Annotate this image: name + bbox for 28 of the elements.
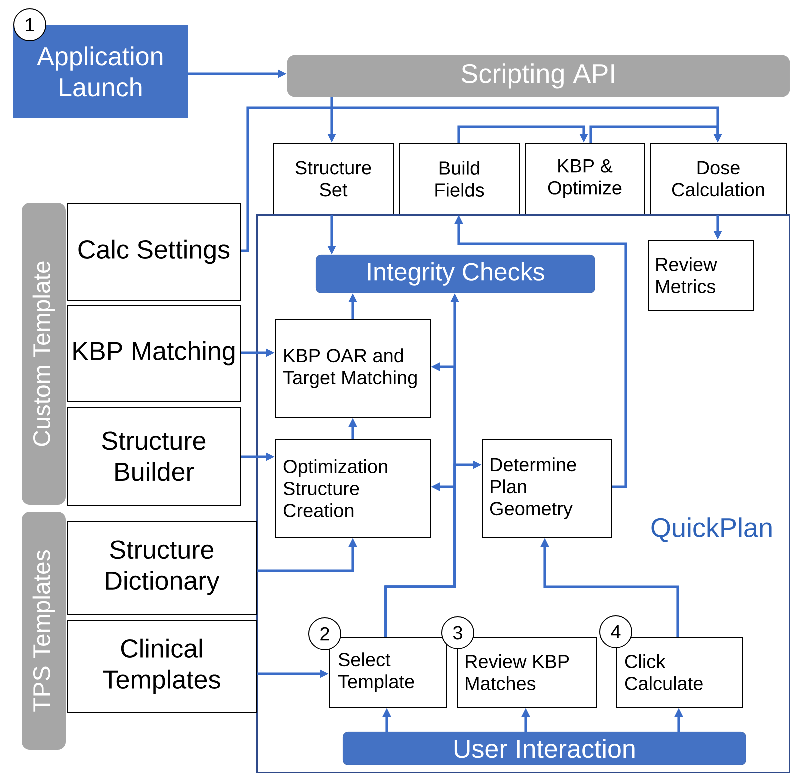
step-number: 4: [600, 616, 632, 648]
arrow: [241, 106, 722, 252]
process-box: Structure Set: [273, 143, 394, 215]
process-box: Review Metrics: [648, 240, 754, 311]
process-box: KBP & Optimize: [525, 143, 645, 215]
process-box: Select Template: [329, 637, 447, 708]
container-title: QuickPlan: [652, 518, 772, 542]
process-box: Structure Dictionary: [67, 521, 257, 615]
arrow: [590, 126, 722, 143]
process-box: Click Calculate: [616, 637, 743, 708]
step-number: 1: [14, 8, 46, 42]
step-number: 3: [442, 616, 474, 650]
side-band: TPS Templates: [22, 512, 66, 750]
process-box: Optimization Structure Creation: [275, 439, 431, 538]
process-box: Calc Settings: [67, 203, 241, 301]
process-box: Build Fields: [399, 143, 520, 215]
banner-box: Integrity Checks: [316, 255, 596, 294]
side-band: Custom Template: [22, 203, 66, 505]
process-box: Dose Calculation: [650, 143, 787, 215]
step-number: 2: [308, 618, 342, 650]
process-box: KBP OAR and Target Matching: [275, 319, 431, 418]
process-box: Determine Plan Geometry: [482, 439, 612, 538]
process-box: Clinical Templates: [67, 620, 257, 713]
banner-box: User Interaction: [343, 732, 746, 766]
banner-box: Scripting API: [287, 55, 790, 98]
arrow: [458, 126, 588, 143]
process-box: Structure Builder: [67, 407, 241, 506]
process-box: KBP Matching: [67, 305, 241, 402]
